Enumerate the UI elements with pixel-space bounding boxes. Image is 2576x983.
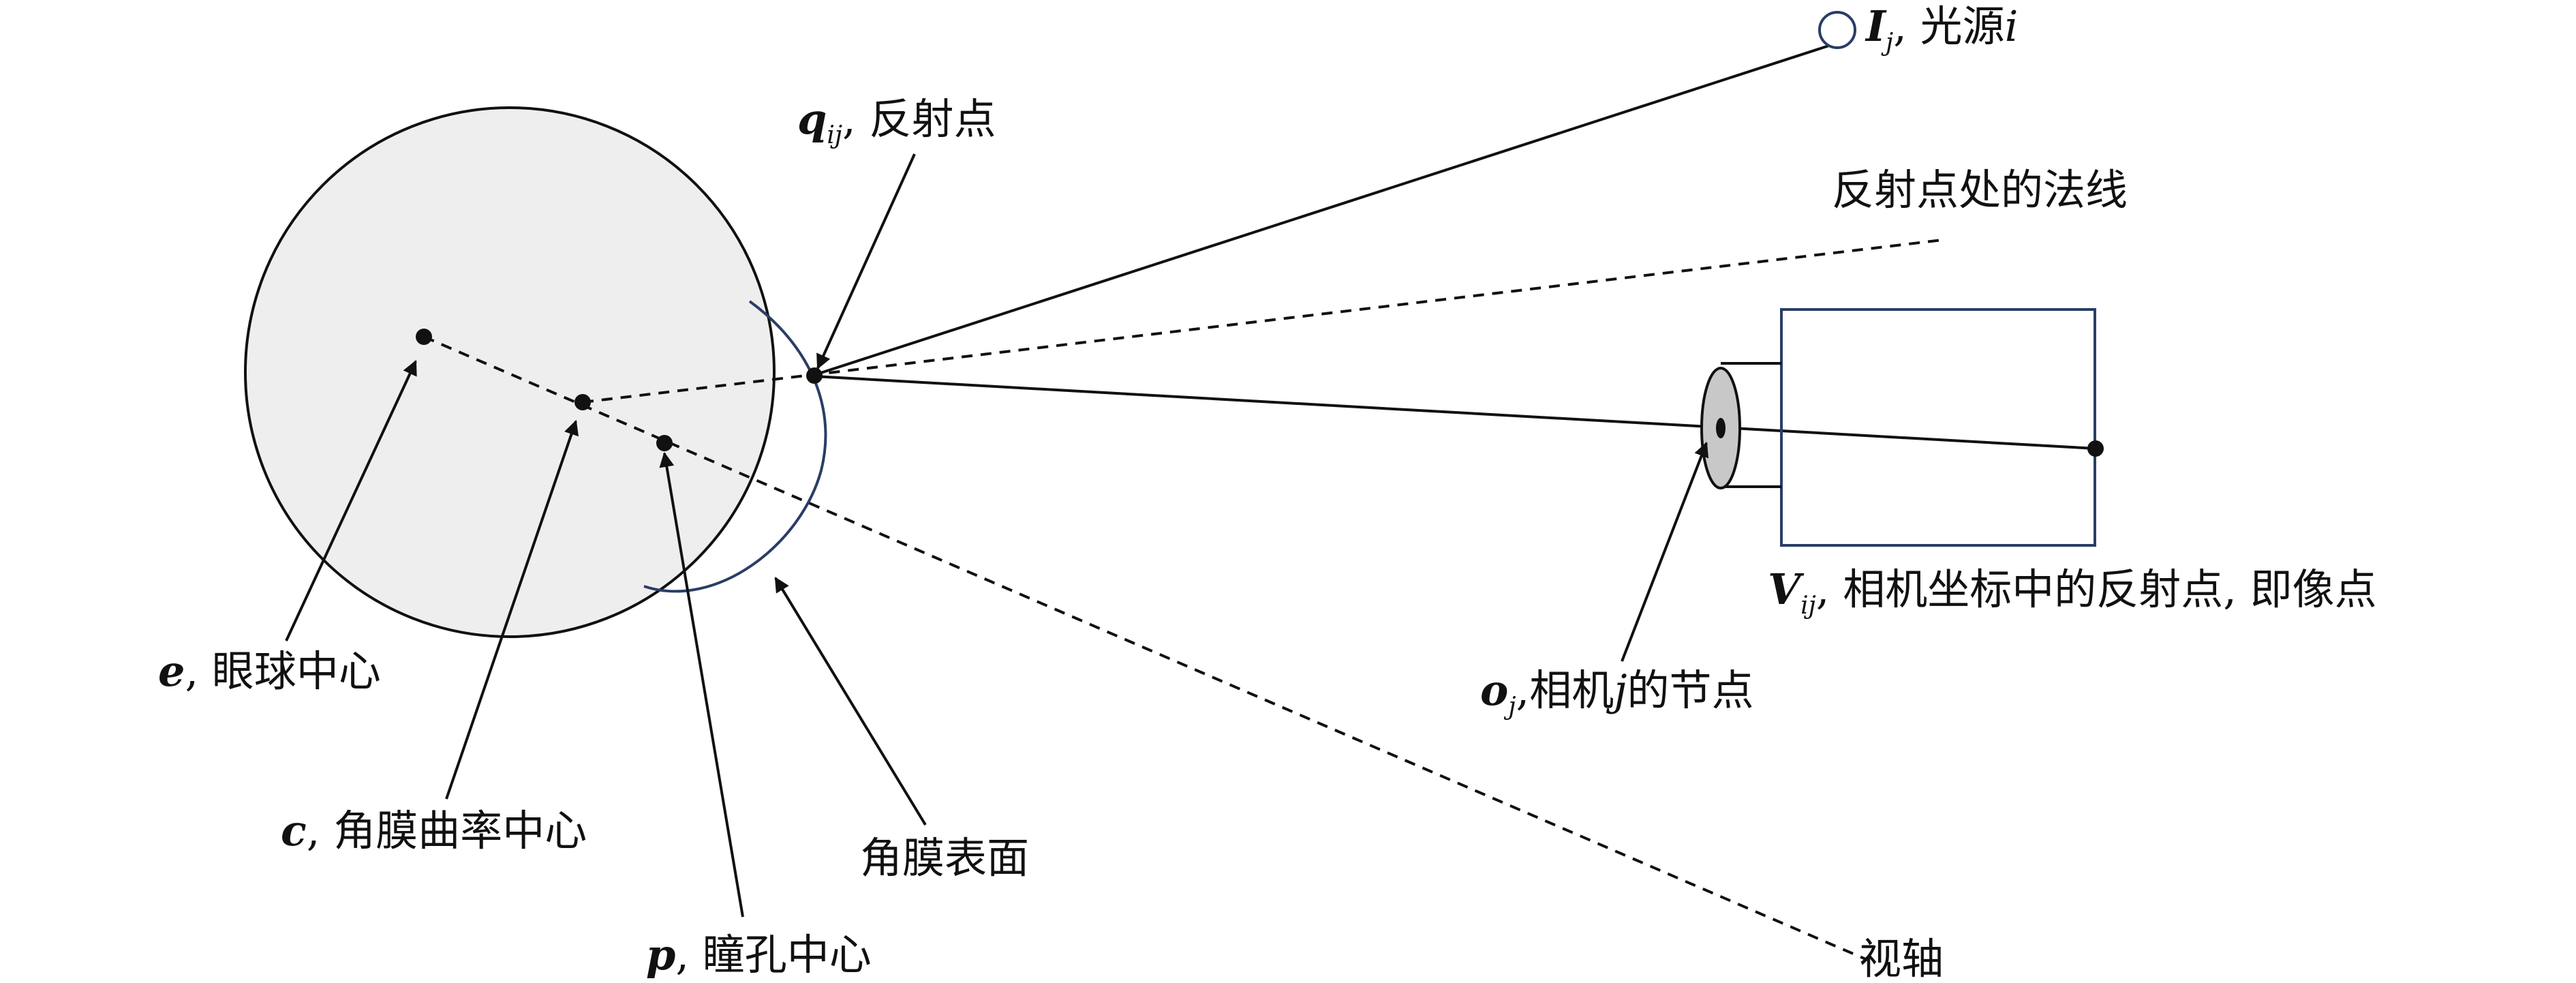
eyeball-center-text: 眼球中心 <box>212 646 381 696</box>
incident-ray <box>814 42 1836 376</box>
node-point-text-before: 相机 <box>1529 665 1614 715</box>
light-source-var: i <box>2005 1 2019 51</box>
reflection-point-subscript: ij <box>827 121 842 149</box>
reflected-ray <box>814 375 2096 450</box>
normal-label: 反射点处的法线 <box>1832 165 2128 215</box>
reflection-point-text: 反射点 <box>869 94 996 144</box>
image-point <box>2087 440 2104 457</box>
image-point-label: Vij, 相机坐标中的反射点, 即像点 <box>1768 564 2377 620</box>
reflection-point-label: qij, 反射点 <box>797 94 996 149</box>
visual-axis-line <box>423 335 1868 961</box>
eyeball <box>244 106 776 638</box>
eyeball-center-symbol: e <box>158 646 185 696</box>
light-source <box>1818 11 1856 49</box>
image-point-subscript: ij <box>1800 592 1816 620</box>
pupil-center-point <box>656 435 673 451</box>
light-source-label: Ij, 光源i <box>1865 1 2018 57</box>
cornea-center-text: 角膜曲率中心 <box>333 806 587 856</box>
camera-node-point <box>1716 418 1726 438</box>
image-point-text: 相机坐标中的反射点, 即像点 <box>1843 564 2376 614</box>
cornea-center-label: c, 角膜曲率中心 <box>281 806 587 856</box>
node-point-label: oj,相机j的节点 <box>1480 665 1754 721</box>
cornea-surface-label: 角膜表面 <box>860 833 1029 883</box>
normal-line <box>582 239 1943 404</box>
cornea-surface-arc <box>643 300 827 593</box>
reflection-point <box>806 367 823 384</box>
leader-arrow-eyeball-center <box>285 360 417 641</box>
cornea-center-point <box>574 394 591 410</box>
leader-arrow-node-point <box>1621 441 1709 662</box>
reflection-point-symbol: q <box>797 94 827 144</box>
eyeball-center-point <box>416 329 432 345</box>
leader-arrow-pupil-center <box>659 451 744 918</box>
cornea-center-symbol: c <box>281 806 307 856</box>
pupil-center-symbol: p <box>646 930 675 980</box>
pupil-center-text: 瞳孔中心 <box>703 930 872 980</box>
image-point-symbol: V <box>1768 564 1805 614</box>
node-point-text-after: 的节点 <box>1627 665 1754 715</box>
pupil-center-label: p, 瞳孔中心 <box>646 930 872 980</box>
node-point-symbol: o <box>1480 665 1508 715</box>
visual-axis-label: 视轴 <box>1859 934 1944 983</box>
eyeball-center-label: e, 眼球中心 <box>158 646 381 696</box>
light-source-symbol: I <box>1865 1 1887 51</box>
camera-body <box>1780 308 2096 547</box>
leader-arrow-cornea-center <box>445 419 579 800</box>
light-source-text: 光源 <box>1920 1 2005 51</box>
leader-arrow-reflection <box>816 153 916 370</box>
leader-arrow-cornea-surface <box>774 577 927 826</box>
